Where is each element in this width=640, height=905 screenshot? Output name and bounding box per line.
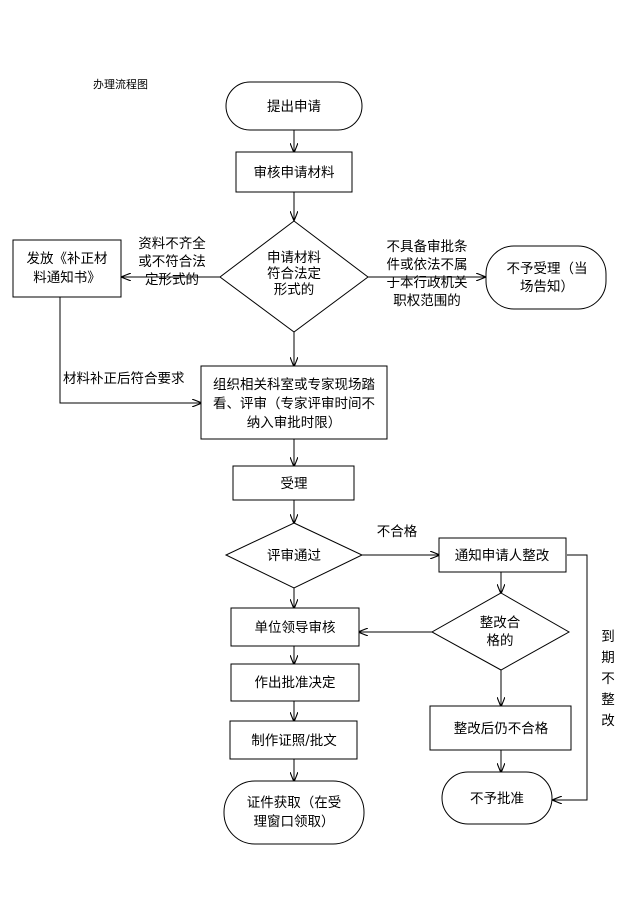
page-title: 办理流程图: [93, 78, 148, 91]
node-make-certificate-shape: [229, 720, 358, 760]
node-make-certificate-text: 制作证照/批文: [251, 733, 337, 749]
node-review-pass-text: 评审通过: [267, 548, 321, 564]
edge-label-overdue-line: 期: [601, 650, 615, 666]
node-collect-certificate-text-line: 理窗口领取）: [254, 813, 335, 830]
node-not-approved-shape: [441, 771, 553, 825]
node-site-review-text-line: 组织相关科室或专家现场踏: [213, 376, 375, 393]
edge-label-overdue: 到期不整改: [601, 629, 615, 729]
node-review-pass-shape: [224, 522, 364, 589]
node-not-accepted-text-line: 场告知）: [520, 278, 574, 295]
node-still-fail-text: 整改后仍不合格: [454, 721, 549, 737]
node-approval-decision-text-line: 作出批准决定: [255, 675, 336, 691]
edge-label-incomplete-line: 资料不齐全: [138, 235, 206, 252]
node-rectify-ok-text: 整改合格的: [480, 615, 521, 649]
node-rectify-ok-text-line: 整改合: [480, 615, 521, 631]
node-not-approved-text-line: 不予批准: [470, 791, 524, 807]
node-still-fail-shape: [429, 705, 572, 751]
connectors: [59, 130, 588, 800]
node-correction-notice-text: 发放《补正材料通知书》: [27, 251, 108, 286]
node-not-accepted-text-line: 不予受理（当: [507, 261, 588, 277]
node-check-form-shape: [219, 220, 369, 333]
edge-label-incomplete-line: 定形式的: [145, 272, 199, 288]
node-site-review-text: 组织相关科室或专家现场踏看、评审（专家评审时间不纳入审批时限）: [213, 376, 375, 431]
node-check-form-text-line: 形式的: [274, 282, 315, 298]
node-submit-text: 提出申请: [267, 99, 321, 115]
node-not-accepted-shape: [485, 245, 607, 310]
node-accept-shape: [232, 465, 355, 501]
edge-correction-to-site-review: [59, 297, 201, 403]
edge-label-overdue-line: 整: [601, 692, 615, 708]
edge-label-out-of-scope: 不具备审批条件或依法不属于本行政机关职权范围的: [387, 238, 468, 309]
node-make-certificate-text-line: 制作证照/批文: [251, 733, 337, 749]
edge-label-incomplete-line: 或不符合法: [138, 254, 206, 270]
edge-label-out-of-scope-line: 不具备审批条: [387, 238, 468, 255]
node-correction-notice-text-line: 发放《补正材: [27, 251, 108, 267]
edge-notify-to-not-approved-overdue: [553, 554, 588, 800]
node-review-materials-text-line: 审核申请材料: [254, 165, 335, 181]
node-correction-notice-shape: [12, 239, 122, 298]
node-collect-certificate-text-line: 证件获取（在受: [247, 795, 342, 811]
edge-label-incomplete: 资料不齐全或不符合法定形式的: [138, 235, 206, 288]
node-check-form-text-line: 符合法定: [267, 266, 321, 282]
node-leader-review-shape: [230, 607, 360, 647]
node-review-pass-text-line: 评审通过: [267, 548, 321, 564]
edge-label-overdue-line: 改: [601, 713, 615, 729]
edge-label-overdue-line: 不: [601, 671, 615, 687]
node-approval-decision-shape: [230, 663, 360, 702]
node-accept-text: 受理: [281, 476, 308, 492]
edge-label-corrected-ok-line: 材料补正后符合要求: [63, 371, 185, 387]
node-notify-rectify-shape: [438, 537, 567, 573]
edge-label-fail-line: 不合格: [377, 524, 418, 540]
node-collect-certificate-text: 证件获取（在受理窗口领取）: [247, 795, 342, 830]
node-rectify-ok-text-line: 格的: [487, 633, 514, 649]
node-review-materials-shape: [235, 151, 353, 193]
node-site-review-text-line: 纳入审批时限）: [247, 415, 342, 431]
node-approval-decision-text: 作出批准决定: [255, 675, 336, 691]
node-accept-text-line: 受理: [281, 476, 308, 492]
node-notify-rectify-text-line: 通知申请人整改: [455, 547, 550, 564]
node-notify-rectify-text: 通知申请人整改: [455, 547, 550, 564]
node-site-review-shape: [200, 365, 388, 440]
node-leader-review-text-line: 单位领导审核: [255, 620, 336, 636]
node-collect-certificate-shape: [223, 780, 365, 845]
node-correction-notice-text-line: 料通知书》: [33, 269, 101, 286]
node-rectify-ok-shape: [430, 592, 571, 671]
node-still-fail-text-line: 整改后仍不合格: [454, 721, 549, 737]
edge-label-out-of-scope-line: 件或依法不属: [387, 257, 468, 273]
node-site-review-text-line: 看、评审（专家评审时间不: [213, 395, 375, 412]
node-leader-review-text: 单位领导审核: [255, 620, 336, 636]
node-check-form-text-line: 申请材料: [267, 250, 321, 266]
edge-label-corrected-ok: 材料补正后符合要求: [63, 371, 185, 387]
node-not-accepted-text: 不予受理（当场告知）: [507, 261, 588, 295]
node-review-materials-text: 审核申请材料: [254, 165, 335, 181]
edge-label-fail: 不合格: [377, 524, 418, 540]
node-submit-text-line: 提出申请: [267, 99, 321, 115]
edge-label-out-of-scope-line: 职权范围的: [393, 292, 461, 309]
node-submit-shape: [225, 81, 363, 131]
edge-label-overdue-line: 到: [601, 629, 615, 645]
edge-label-out-of-scope-line: 于本行政机关: [387, 275, 468, 291]
node-check-form-text: 申请材料符合法定形式的: [267, 250, 321, 298]
node-not-approved-text: 不予批准: [470, 791, 524, 807]
